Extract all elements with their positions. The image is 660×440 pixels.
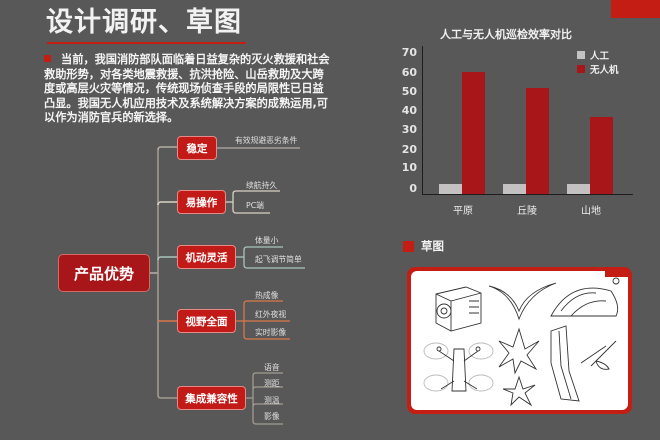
- mindmap-node-stable[interactable]: 稳定: [177, 136, 217, 160]
- y-tick: 10: [401, 161, 417, 174]
- bar-drone: [590, 117, 613, 194]
- y-tick: 40: [401, 104, 417, 117]
- leaf-thermal-imaging: 热成像: [255, 291, 279, 300]
- legend-swatch-manual-icon: [577, 51, 585, 59]
- bar-drone: [462, 72, 485, 194]
- bar-manual: [503, 184, 526, 194]
- frame-corner-tab: [605, 271, 628, 277]
- leaf-avoid-harsh-conditions: 有效规避恶劣条件: [235, 136, 298, 145]
- title-underline: [47, 42, 246, 44]
- bar-manual: [439, 184, 462, 194]
- legend-label: 人工: [590, 51, 610, 62]
- mindmap-connectors: [150, 146, 305, 425]
- intro-paragraph: 当前，我国消防部队面临着日益复杂的灭火救援和社会救助形势，对各类地震救援、抗洪抢…: [44, 53, 334, 126]
- leaf-small-size: 体量小: [255, 236, 279, 245]
- sketch-image: [411, 271, 628, 410]
- mindmap-node-mobility[interactable]: 机动灵活: [177, 245, 236, 269]
- leaf-temperature: 测温: [264, 396, 280, 405]
- mindmap-node-easy-operation[interactable]: 易操作: [177, 190, 226, 214]
- x-category-mountain: 山地: [581, 206, 601, 217]
- leaf-easy-takeoff: 起飞调节简单: [255, 255, 302, 264]
- drone-sketches-icon: [423, 277, 620, 407]
- bar-manual: [567, 184, 590, 194]
- y-tick: 30: [401, 123, 417, 136]
- y-tick: 50: [401, 85, 417, 98]
- bullet-square-icon: [44, 55, 51, 62]
- x-category-plain: 平原: [453, 206, 473, 217]
- mindmap-root-node[interactable]: 产品优势: [58, 254, 150, 292]
- y-tick: 0: [409, 182, 417, 195]
- leaf-pc-client: PC端: [246, 201, 264, 210]
- leaf-long-endurance: 续航持久: [246, 181, 278, 190]
- corner-accent-block: [611, 0, 660, 18]
- y-tick: 20: [401, 143, 417, 156]
- leaf-voice: 语音: [264, 363, 280, 372]
- y-tick: 60: [401, 66, 417, 79]
- legend-item-drone: 无人机: [577, 62, 619, 76]
- chart-title: 人工与无人机巡检效率对比: [440, 28, 572, 41]
- legend-label: 无人机: [590, 65, 619, 76]
- mindmap-node-full-view[interactable]: 视野全面: [177, 309, 236, 333]
- section-bullet-icon: [403, 241, 414, 252]
- mindmap-node-integration[interactable]: 集成兼容性: [177, 386, 246, 410]
- leaf-infrared-night-vision: 红外夜视: [255, 310, 287, 319]
- leaf-ranging: 测距: [264, 379, 280, 388]
- x-category-hills: 丘陵: [517, 206, 537, 217]
- bar-drone: [526, 88, 549, 194]
- chart-y-axis: [422, 46, 423, 195]
- y-tick: 70: [401, 46, 417, 59]
- legend-item-manual: 人工: [577, 48, 609, 62]
- leaf-realtime-video: 实时影像: [255, 328, 287, 337]
- sketch-section-label: 草图: [421, 239, 444, 253]
- page-title: 设计调研、草图: [46, 7, 242, 38]
- leaf-image: 影像: [264, 412, 280, 421]
- intro-text: 当前，我国消防部队面临着日益复杂的灭火救援和社会救助形势，对各类地震救援、抗洪抢…: [44, 53, 330, 125]
- legend-swatch-drone-icon: [577, 65, 585, 73]
- chart-x-axis: [422, 194, 633, 195]
